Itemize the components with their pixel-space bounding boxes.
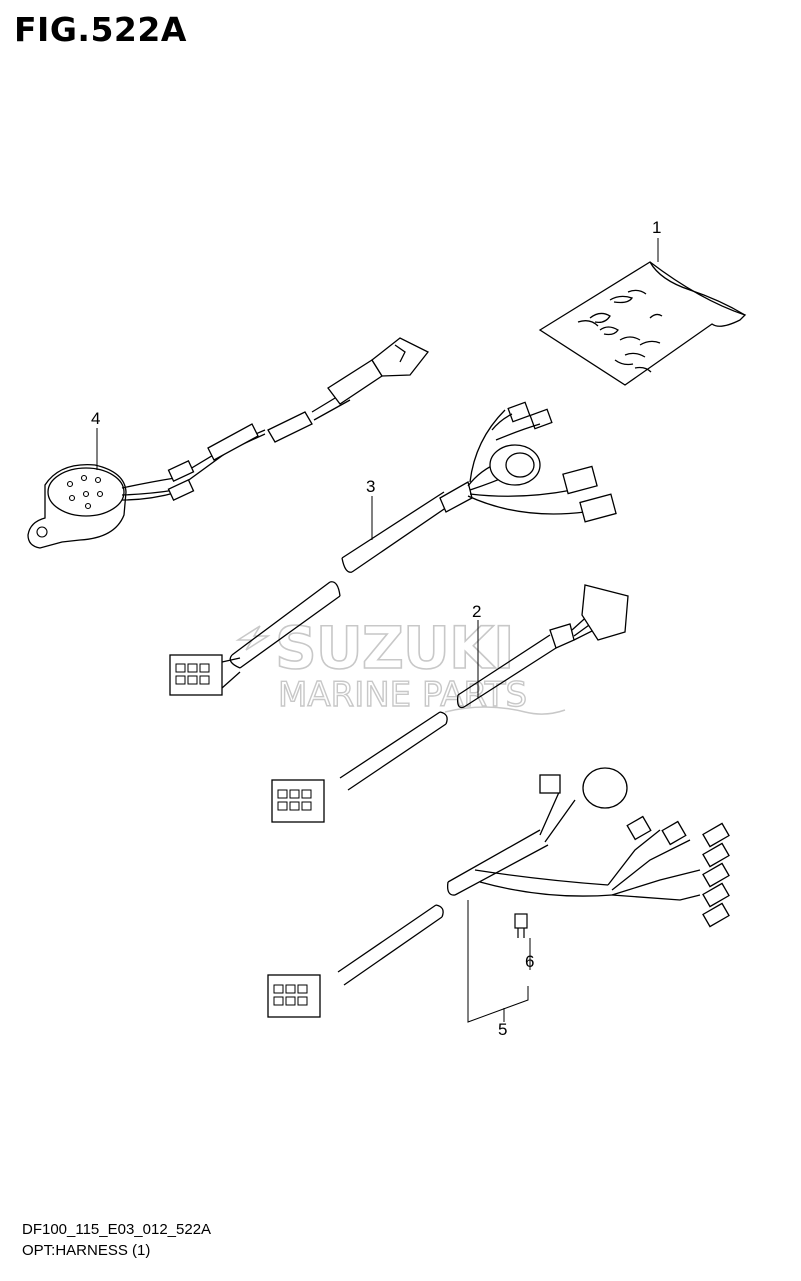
figure-code: DF100_115_E03_012_522A [22,1221,212,1238]
part-4-buzzer-harness [27,337,430,549]
watermark: SUZUKI MARINE PARTS [235,613,566,716]
part-6-fuse [514,913,528,938]
figure-title: FIG.522A [14,10,187,49]
part-5-harness [267,767,730,1018]
callout-6: 6 [525,952,534,971]
callout-5: 5 [498,1020,507,1039]
callouts: 1 2 3 4 5 6 [91,218,661,1039]
callout-4: 4 [91,409,100,428]
part-1-bag [538,261,747,386]
part-2-harness [271,584,629,823]
watermark-brand: SUZUKI [275,614,514,682]
callout-1: 1 [652,218,661,237]
leader-lines [96,238,659,1023]
callout-3: 3 [366,477,375,496]
part-3-harness [169,401,617,696]
callout-2: 2 [472,602,481,621]
watermark-subtitle: MARINE PARTS [278,675,527,715]
figure-caption: OPT:HARNESS (1) [22,1242,151,1259]
